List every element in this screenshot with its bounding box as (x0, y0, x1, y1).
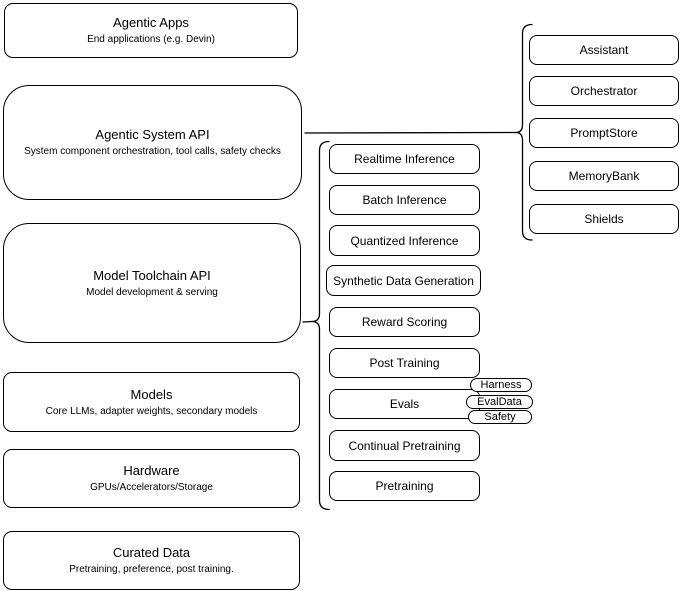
node-title: Models (130, 386, 173, 402)
tag-harness: Harness (470, 378, 532, 392)
node-subtitle: Core LLMs, adapter weights, secondary mo… (45, 405, 258, 417)
connector-toolchain-api-to-items (302, 320, 313, 323)
node-memorybank: MemoryBank (529, 161, 679, 191)
node-orchestrator: Orchestrator (529, 76, 679, 106)
node-title: Hardware (123, 463, 180, 478)
node-batch-inference: Batch Inference (329, 185, 480, 215)
toolchain-brace (311, 140, 331, 511)
node-post-training: Post Training (329, 348, 480, 378)
node-shields: Shields (529, 204, 679, 234)
node-subtitle: GPUs/Accelerators/Storage (90, 482, 213, 493)
node-subtitle: End applications (e.g. Devin) (87, 34, 215, 45)
node-evals: Evals (329, 389, 480, 419)
tag-safety: Safety (468, 410, 532, 424)
node-realtime-inference: Realtime Inference (329, 144, 480, 174)
node-continual-pretraining: Continual Pretraining (329, 430, 480, 461)
tag-evaldata: EvalData (466, 395, 533, 409)
node-synthetic-data-generation: Synthetic Data Generation (326, 265, 481, 296)
node-title: Agentic System API (95, 127, 210, 142)
node-hardware: Hardware GPUs/Accelerators/Storage (3, 449, 300, 508)
node-agentic-system-api: Agentic System API System component orch… (3, 85, 302, 200)
components-brace (515, 23, 533, 241)
node-agentic-apps: Agentic Apps End applications (e.g. Devi… (4, 3, 298, 58)
node-subtitle: Pretraining, preference, post training. (69, 564, 234, 575)
node-title: Model Toolchain API (93, 267, 211, 283)
node-curated-data: Curated Data Pretraining, preference, po… (3, 531, 300, 590)
node-title: Agentic Apps (113, 15, 189, 30)
node-models: Models Core LLMs, adapter weights, secon… (3, 372, 300, 432)
node-reward-scoring: Reward Scoring (329, 307, 480, 337)
node-subtitle: Model development & serving (86, 286, 218, 298)
connector-system-api-to-components (304, 131, 518, 134)
node-subtitle: System component orchestration, tool cal… (24, 146, 281, 157)
node-quantized-inference: Quantized Inference (329, 225, 480, 256)
node-promptstore: PromptStore (529, 118, 679, 148)
node-pretraining: Pretraining (329, 471, 480, 501)
node-assistant: Assistant (529, 35, 679, 65)
node-title: Curated Data (112, 545, 191, 560)
node-model-toolchain-api: Model Toolchain API Model development & … (3, 223, 301, 343)
